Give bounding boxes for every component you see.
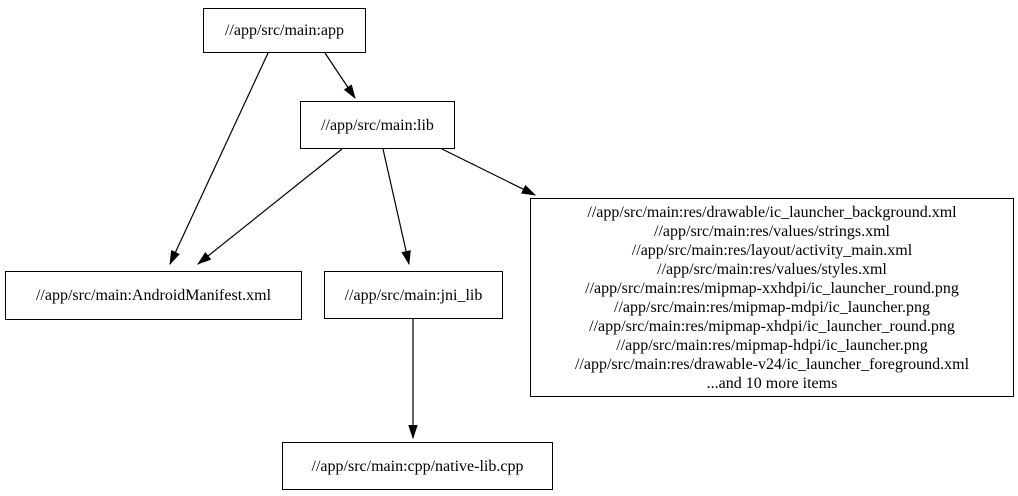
node-android-manifest-label: //app/src/main:AndroidManifest.xml bbox=[35, 287, 272, 304]
node-jni-lib-label: //app/src/main:jni_lib bbox=[344, 286, 483, 304]
edge-lib-to-manifest bbox=[197, 148, 343, 265]
node-app: //app/src/main:app bbox=[203, 8, 366, 53]
edge-app-to-lib bbox=[324, 52, 356, 99]
res-files-more-items: ...and 10 more items bbox=[706, 374, 838, 392]
node-lib: //app/src/main:lib bbox=[300, 101, 455, 149]
res-file-line: //app/src/main:res/mipmap-xxhdpi/ic_laun… bbox=[585, 279, 959, 297]
edge-lib-to-jnilib bbox=[382, 148, 411, 266]
node-native-lib-cpp-label: //app/src/main:cpp/native-lib.cpp bbox=[311, 457, 524, 475]
edge-app-to-manifest bbox=[169, 52, 269, 266]
res-file-line: //app/src/main:res/mipmap-mdpi/ic_launch… bbox=[614, 298, 930, 316]
res-file-line: //app/src/main:res/drawable/ic_launcher_… bbox=[587, 203, 957, 221]
res-file-line: //app/src/main:res/values/strings.xml bbox=[654, 222, 890, 240]
res-file-line: //app/src/main:res/values/styles.xml bbox=[657, 260, 887, 278]
node-android-manifest: //app/src/main:AndroidManifest.xml bbox=[5, 271, 302, 320]
res-file-line: //app/src/main:res/layout/activity_main.… bbox=[631, 241, 913, 259]
edge-lib-to-resfiles bbox=[441, 148, 537, 196]
node-res-files: //app/src/main:res/drawable/ic_launcher_… bbox=[530, 198, 1014, 397]
node-jni-lib: //app/src/main:jni_lib bbox=[324, 271, 503, 319]
node-app-label: //app/src/main:app bbox=[224, 22, 345, 39]
node-lib-label: //app/src/main:lib bbox=[321, 116, 434, 134]
res-file-line: //app/src/main:res/drawable-v24/ic_launc… bbox=[574, 355, 970, 373]
res-file-line: //app/src/main:res/mipmap-hdpi/ic_launch… bbox=[616, 336, 928, 354]
res-file-line: //app/src/main:res/mipmap-xhdpi/ic_launc… bbox=[589, 317, 955, 335]
node-native-lib-cpp: //app/src/main:cpp/native-lib.cpp bbox=[282, 442, 553, 490]
